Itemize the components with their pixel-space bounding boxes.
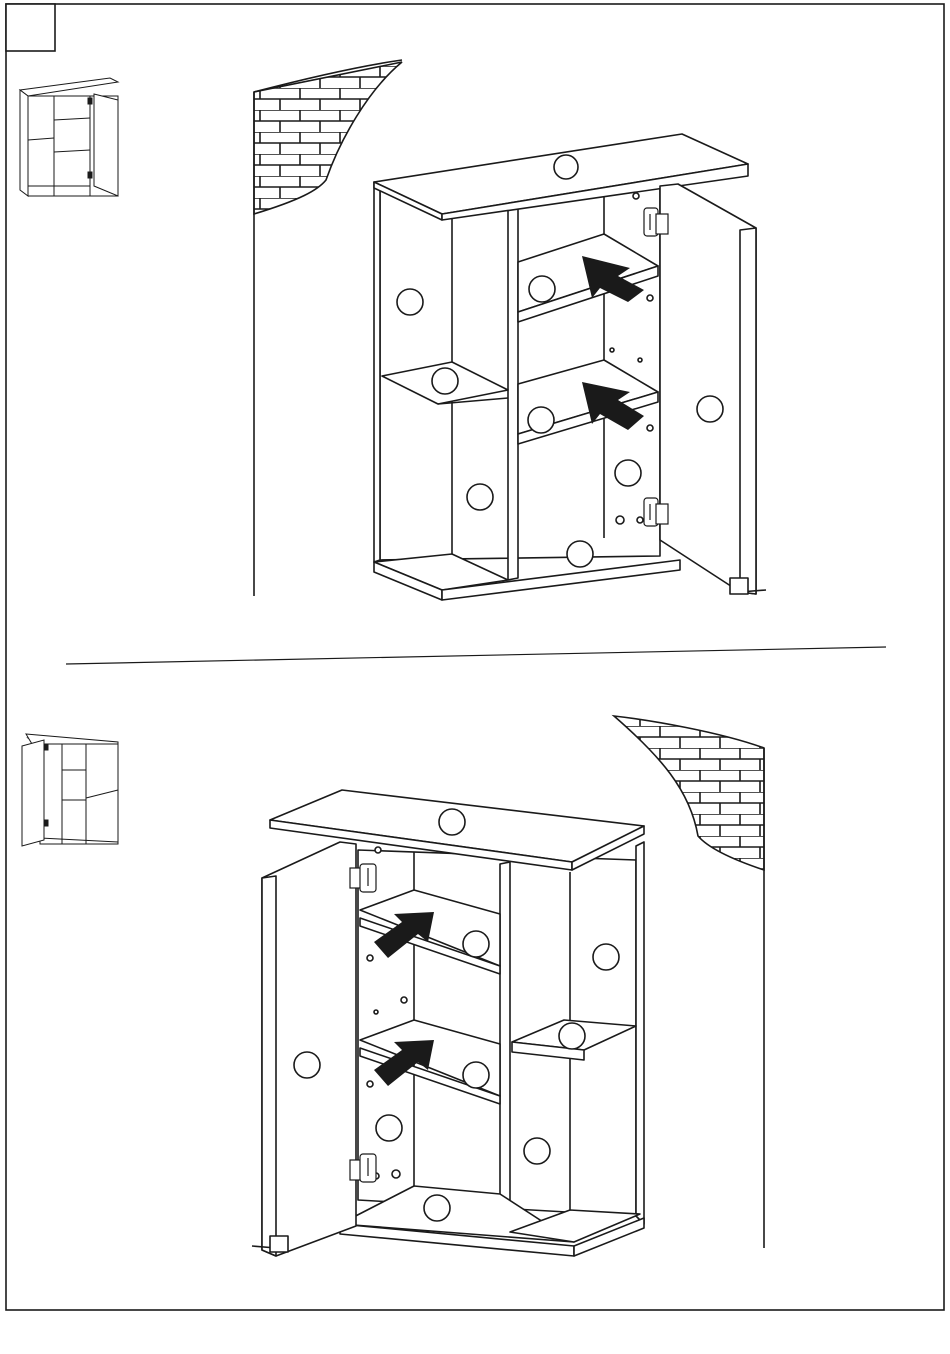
thumbnail-cabinet-icon	[20, 78, 118, 196]
lower-cabinet	[252, 790, 644, 1256]
thumbnail-cabinet-icon	[22, 734, 118, 846]
upper-cabinet	[374, 134, 766, 600]
step-number-box	[6, 4, 55, 51]
hinge-icon	[350, 864, 376, 892]
section-divider	[66, 647, 886, 664]
